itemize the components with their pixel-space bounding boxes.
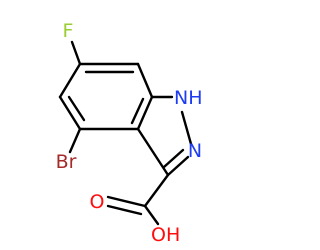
atom-label-o: O bbox=[90, 191, 105, 213]
atom-label-br: Br bbox=[56, 151, 77, 173]
bond-c5-c6 bbox=[58, 62, 82, 99]
bond-c-oh bbox=[143, 204, 160, 226]
molecule-structure: F NH N Br O OH bbox=[56, 20, 203, 246]
bond-c7a-c3a bbox=[136, 95, 154, 131]
bond-n2-c3-inner bbox=[162, 148, 185, 169]
bond-c3-cooh bbox=[143, 173, 170, 208]
bond-n2-c3 bbox=[166, 155, 190, 177]
bonds bbox=[58, 40, 193, 226]
atom-label-n: N bbox=[188, 140, 202, 162]
bond-c-o-double-inner bbox=[106, 204, 143, 216]
bond-c-o-double bbox=[106, 195, 147, 208]
atom-label-oh: OH bbox=[151, 224, 180, 246]
bond-c4-c5 bbox=[58, 95, 82, 131]
bond-c4-br bbox=[68, 127, 82, 154]
atom-label-f: F bbox=[63, 20, 74, 42]
bond-n1-n2 bbox=[180, 110, 193, 146]
bond-c6-f bbox=[70, 40, 82, 66]
bond-c7-c7a bbox=[136, 62, 154, 99]
bond-c7a-c3a-inner bbox=[130, 97, 145, 125]
atom-label-nh: NH bbox=[174, 87, 203, 109]
bond-c4-c5-inner bbox=[67, 95, 86, 122]
bond-c3-c3a bbox=[136, 127, 170, 177]
atom-labels: F NH N Br O OH bbox=[56, 20, 203, 246]
